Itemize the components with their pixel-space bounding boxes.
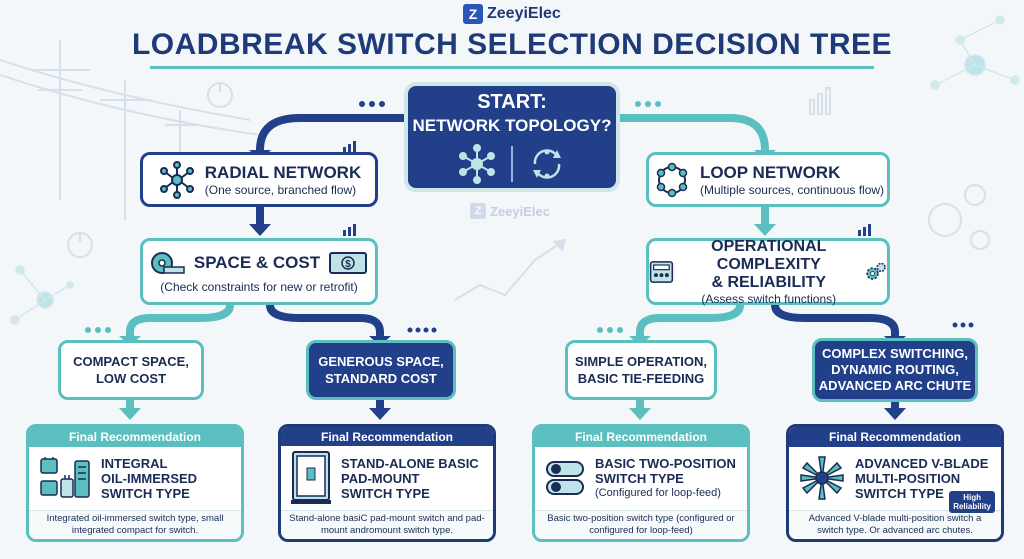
toggle-switch-icon bbox=[546, 461, 584, 496]
money-icon: $ bbox=[329, 251, 368, 274]
recommendation-card-two-position: Final Recommendation BASIC TWO-POSITION … bbox=[532, 424, 750, 542]
loop-network-subtitle: (Multiple sources, continuous flow) bbox=[699, 182, 885, 197]
branch-simple-operation: SIMPLE OPERATION, BASIC TIE-FEEDING bbox=[565, 340, 717, 400]
watermark: Z ZeeyiElec bbox=[470, 203, 550, 219]
space-cost-node: SPACE & COST $ (Check constraints for ne… bbox=[140, 238, 378, 305]
branch-complex-switching: COMPLEX SWITCHING, DYNAMIC ROUTING, ADVA… bbox=[812, 338, 978, 402]
branch-compact-space: COMPACT SPACE, LOW COST bbox=[58, 340, 204, 400]
v-blade-icon bbox=[800, 456, 844, 501]
gears-icon bbox=[866, 262, 886, 280]
recommendation-card-pad-mount: Final Recommendation STAND-ALONE BASIC P… bbox=[278, 424, 496, 542]
start-title: START: bbox=[477, 90, 547, 113]
radial-network-node: RADIAL NETWORK (One source, branched flo… bbox=[140, 152, 378, 207]
brand-mark-icon: Z bbox=[463, 4, 483, 24]
loop-network-title: LOOP NETWORK bbox=[699, 162, 841, 182]
recommendation-card-oil-immersed: Final Recommendation INTEGRAL OIL-IMMERS… bbox=[26, 424, 244, 542]
branch-generous-space: GENEROUS SPACE, STANDARD COST bbox=[306, 340, 456, 400]
ring-network-icon bbox=[656, 162, 688, 197]
loop-network-node: LOOP NETWORK (Multiple sources, continuo… bbox=[646, 152, 890, 207]
title-underline bbox=[150, 66, 874, 69]
tape-measure-icon bbox=[150, 251, 185, 274]
operational-title-line2: & RELIABILITY bbox=[711, 273, 827, 291]
operational-complexity-node: OPERATIONAL COMPLEXITY & RELIABILITY (As… bbox=[646, 237, 890, 306]
start-node: START: NETWORK TOPOLOGY? bbox=[404, 82, 620, 192]
space-cost-title: SPACE & COST bbox=[193, 252, 321, 272]
refresh-loop-icon bbox=[533, 148, 561, 179]
oil-switch-icon bbox=[40, 457, 90, 499]
operational-title-line1: OPERATIONAL COMPLEXITY bbox=[711, 237, 827, 273]
svg-text:$: $ bbox=[345, 259, 351, 270]
high-reliability-badge: High Reliability bbox=[949, 491, 995, 513]
start-question: NETWORK TOPOLOGY? bbox=[412, 115, 612, 135]
network-hub-icon bbox=[159, 160, 194, 199]
recommendation-card-v-blade: Final Recommendation ADVANCED V-BLADE MU… bbox=[786, 424, 1004, 542]
page-title: LOADBREAK SWITCH SELECTION DECISION TREE bbox=[131, 28, 893, 61]
operational-subtitle: (Assess switch functions) bbox=[701, 291, 837, 306]
control-panel-icon bbox=[649, 260, 674, 283]
brand-logo: Z ZeeyiElec bbox=[463, 4, 561, 24]
radial-network-title: RADIAL NETWORK bbox=[204, 162, 362, 182]
radial-network-subtitle: (One source, branched flow) bbox=[204, 182, 357, 197]
pad-mount-cabinet-icon bbox=[291, 451, 331, 504]
brand-name: ZeeyiElec bbox=[487, 5, 561, 22]
space-cost-subtitle: (Check constraints for new or retrofit) bbox=[160, 279, 358, 294]
network-hub-icon bbox=[459, 143, 495, 184]
